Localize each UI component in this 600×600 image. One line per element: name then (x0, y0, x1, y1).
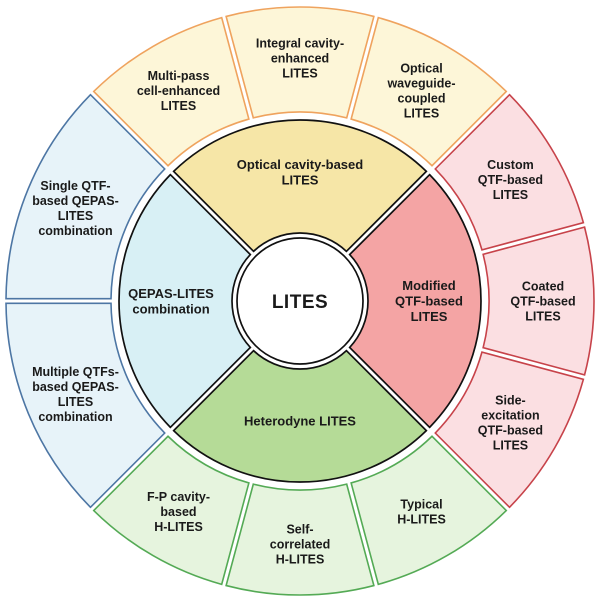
outer-segment-optical-waveguide-coupled-lites (350, 16, 508, 167)
inner-segment-optical-cavity-based-lites (172, 119, 428, 253)
heterodyne-lites-label: Heterodyne LITES (244, 414, 356, 429)
outer-segment-self-correlated-h-lites (225, 483, 375, 596)
center-label: LITES (272, 292, 328, 313)
outer-segment-integral-cavity-enhanced-lites (225, 6, 375, 119)
inner-segment-qepas-lites-combination (118, 173, 252, 429)
inner-segment-modified-qtf-based-lites (348, 173, 482, 429)
center-circle (236, 237, 364, 365)
outer-segment-custom-qtf-based-lites (434, 93, 585, 251)
outer-segment-multi-pass-cell-enhanced-lites (92, 16, 250, 167)
inner-segment-heterodyne-lites (172, 349, 428, 483)
outer-segment-typical-h-lites (350, 435, 508, 586)
outer-segment-multiple-qtfs-based-qepas-lites-combination (5, 302, 166, 509)
outer-segment-f-p-cavity-based-h-lites (92, 435, 250, 586)
outer-segment-coated-qtf-based-lites (482, 226, 595, 376)
outer-segment-side-excitation-qtf-based-lites (434, 351, 585, 509)
outer-segment-single-qtf-based-qepas-lites-combination (5, 93, 166, 300)
